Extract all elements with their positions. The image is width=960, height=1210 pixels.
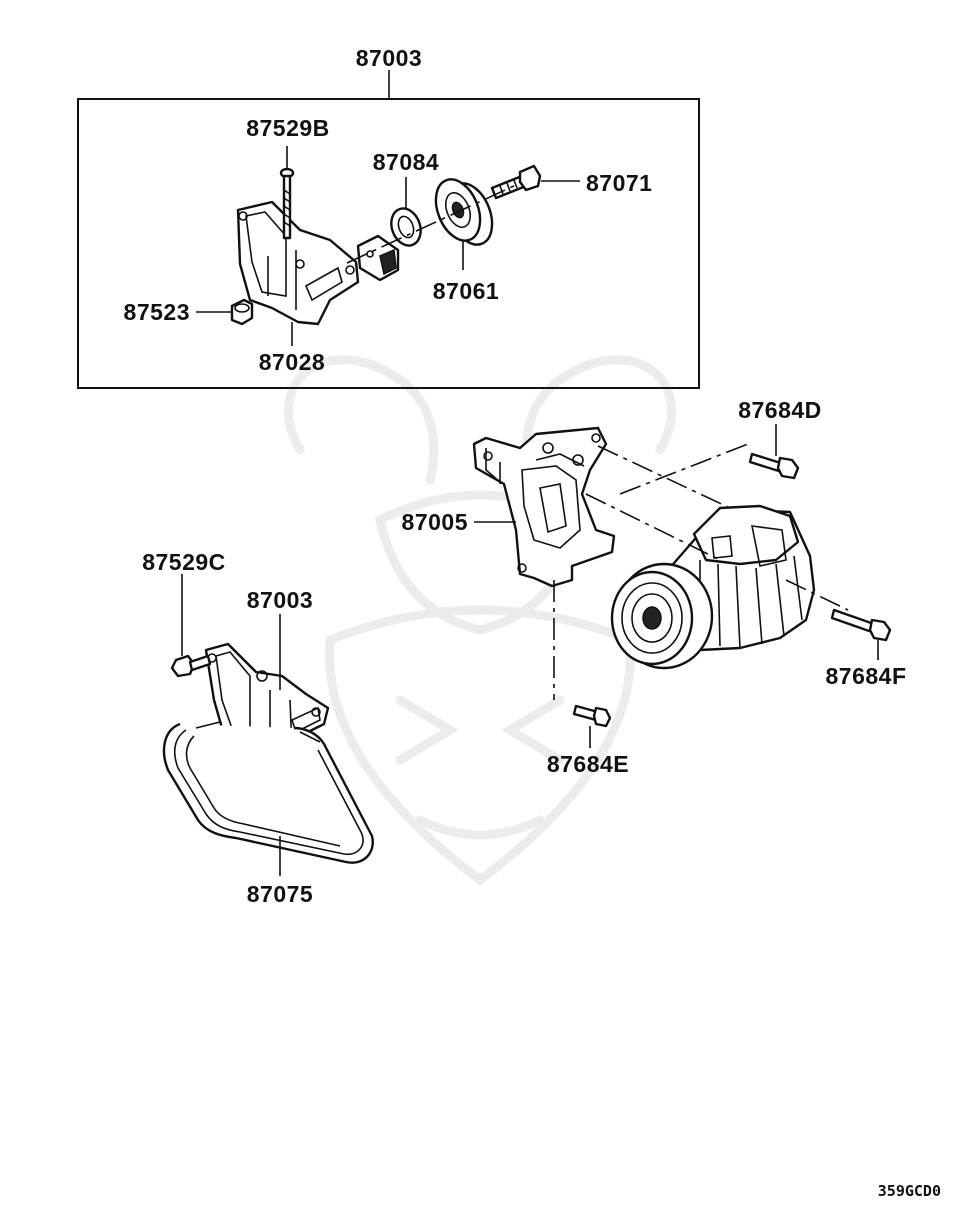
- compressor-bracket-87005-part: [472, 426, 616, 588]
- bolt-87529c-part: [170, 654, 212, 678]
- label-87684d: 87684D: [738, 397, 822, 423]
- bolt-87684d-part: [748, 452, 800, 480]
- assembly-group: 87003: [77, 45, 700, 389]
- label-87075: 87075: [247, 881, 313, 907]
- drawing-code: 359GCD0: [878, 1182, 941, 1200]
- bolt-87684e-part: [572, 704, 612, 728]
- label-87061: 87061: [433, 278, 499, 304]
- bracket-87028-part: [236, 200, 360, 326]
- label-87084: 87084: [373, 149, 439, 175]
- belt-87075-part: [162, 721, 374, 864]
- label-87028: 87028: [259, 349, 325, 375]
- label-87003-lower: 87003: [247, 587, 313, 613]
- pulley-87061-part: [434, 178, 494, 246]
- nut-87523-part: [230, 298, 254, 326]
- label-87684f: 87684F: [825, 663, 906, 689]
- spacer-87084-part: [390, 207, 422, 247]
- label-87529c: 87529C: [142, 549, 226, 575]
- label-87523: 87523: [124, 299, 190, 325]
- compressor-part: [610, 504, 816, 670]
- bolt-87684f-part: [830, 608, 892, 642]
- assembly-label: 87003: [356, 45, 422, 71]
- label-87005: 87005: [402, 509, 468, 535]
- collar-part: [356, 234, 400, 282]
- label-87529b: 87529B: [246, 115, 330, 141]
- label-87684e: 87684E: [547, 751, 629, 777]
- bolt-87529b-part: [279, 167, 295, 240]
- label-87071: 87071: [586, 170, 652, 196]
